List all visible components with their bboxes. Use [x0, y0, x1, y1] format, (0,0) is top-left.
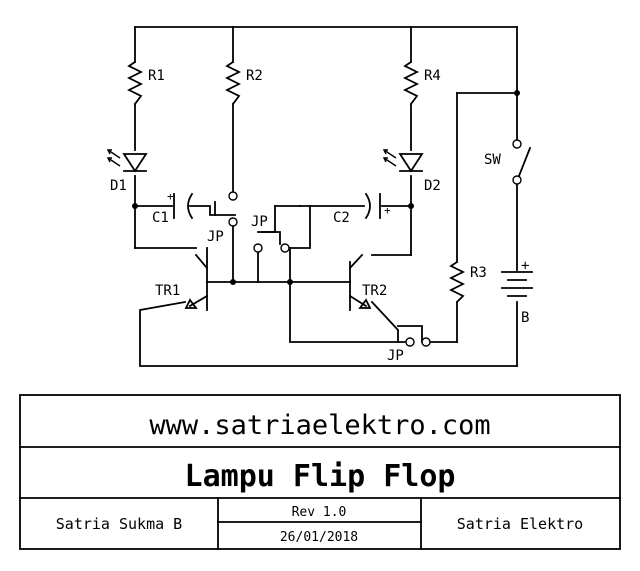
label-d2: D2 [424, 178, 441, 194]
label-c1: C1 [152, 210, 169, 226]
label-c2-plus: + [384, 204, 391, 217]
label-r4: R4 [424, 68, 441, 84]
resistor-r4 [402, 60, 420, 106]
led-d1 [106, 149, 148, 173]
website-text: www.satriaelektro.com [149, 410, 490, 441]
battery-b [501, 271, 533, 297]
title-block: www.satriaelektro.com Lampu Flip Flop Sa… [19, 394, 621, 550]
resistor-r1 [126, 60, 144, 106]
label-c2: C2 [333, 210, 350, 226]
jumper-bottom [405, 337, 431, 347]
transistor-tr1 [184, 253, 209, 311]
label-r3: R3 [470, 265, 487, 281]
label-battery-plus: + [521, 258, 529, 274]
label-r1: R1 [148, 68, 165, 84]
resistor-r2 [224, 60, 242, 106]
jumper-left [214, 191, 238, 227]
label-jp-center: JP [251, 214, 268, 230]
component-labels: R1 R2 R4 R3 D1 D2 C1 C2 + + + TR1 TR2 JP… [110, 68, 529, 364]
label-jp-left: JP [207, 229, 224, 245]
transistor-tr2 [348, 253, 372, 311]
led-d2 [382, 149, 424, 173]
revision-text: Rev 1.0 [292, 505, 347, 520]
label-tr1: TR1 [155, 283, 180, 299]
switch-sw [512, 139, 532, 185]
label-battery: B [521, 310, 529, 326]
jumper-center [253, 231, 290, 253]
label-d1: D1 [110, 178, 127, 194]
capacitor-c2 [364, 192, 381, 220]
label-c1-plus: + [167, 190, 174, 203]
junction-dots [132, 90, 520, 285]
label-sw: SW [484, 152, 501, 168]
capacitor-c1 [173, 192, 194, 220]
label-jp-bottom: JP [387, 348, 404, 364]
author-text: Satria Sukma B [56, 515, 182, 533]
resistor-r3 [448, 260, 466, 304]
wires [134, 26, 518, 367]
label-r2: R2 [246, 68, 263, 84]
drawing-title: Lampu Flip Flop [185, 459, 456, 494]
label-tr2: TR2 [362, 283, 387, 299]
date-text: 26/01/2018 [280, 530, 358, 545]
company-text: Satria Elektro [457, 515, 583, 533]
